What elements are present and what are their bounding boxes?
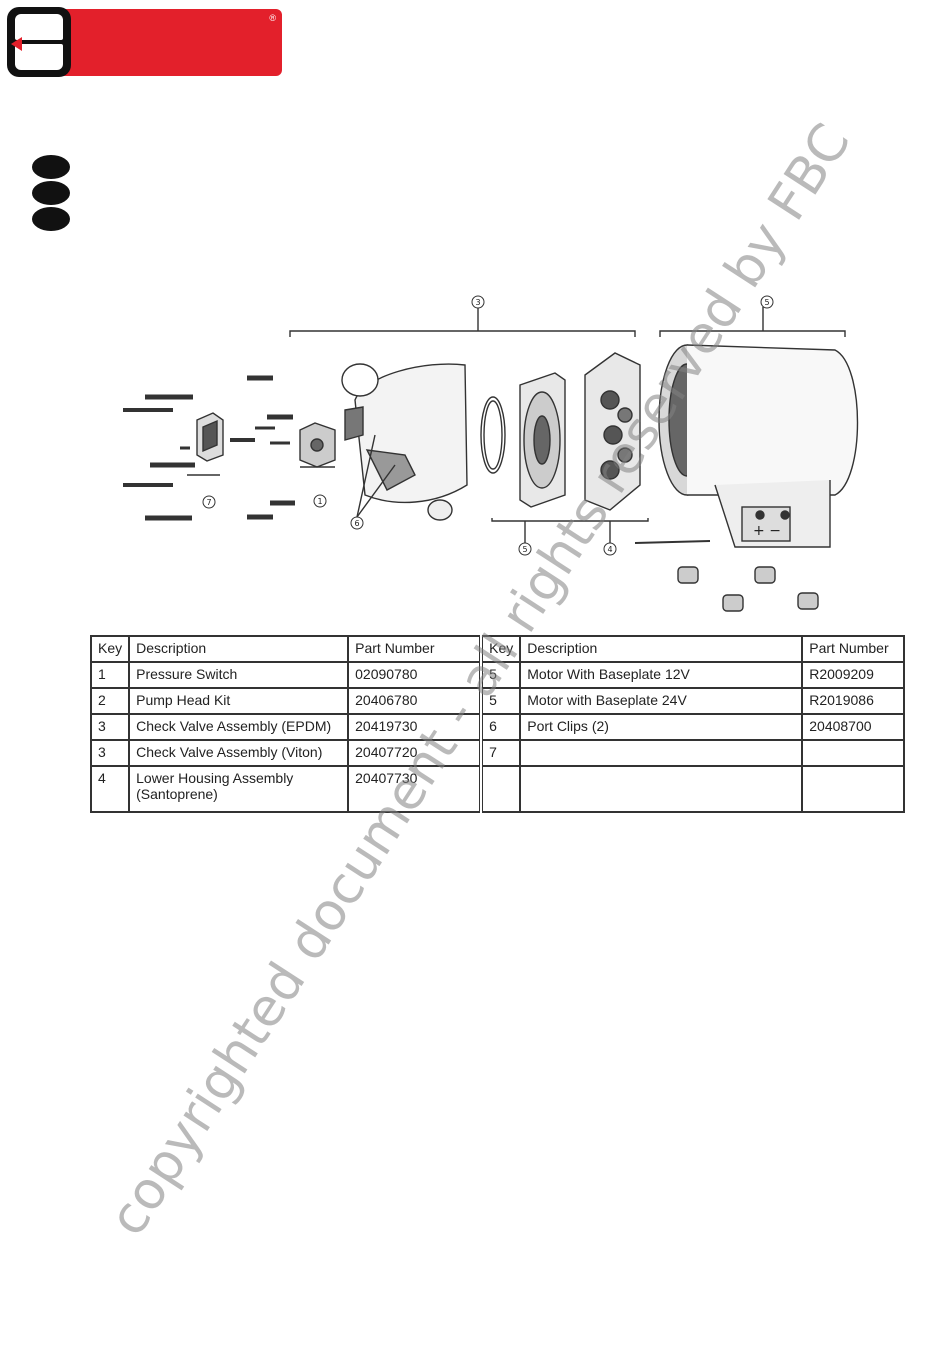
cell-key <box>479 765 522 813</box>
logo-w-glyph <box>15 44 63 70</box>
cell-key: 2 <box>89 687 131 715</box>
cell-description: Check Valve Assembly (EPDM) <box>128 713 350 741</box>
header-key: Key <box>479 635 522 663</box>
callout-1: 1 <box>313 494 327 508</box>
cell-description: Check Valve Assembly (Viton) <box>128 739 350 767</box>
cell-part-number <box>801 765 905 813</box>
callout-label: 5 <box>522 545 527 554</box>
cell-description: Lower Housing Assembly (Santoprene) <box>128 765 350 813</box>
callout-7: 7 <box>202 495 216 509</box>
cell-key: 5 <box>479 687 522 715</box>
cell-part-number: 20406780 <box>347 687 483 715</box>
callout-label: 1 <box>317 497 322 506</box>
logo-red-banner: ® <box>47 9 282 76</box>
cell-description: Motor with Baseplate 24V <box>519 687 804 715</box>
cell-key: 4 <box>89 765 131 813</box>
cell-description: Pump Head Kit <box>128 687 350 715</box>
table-header-row: Key Description Part Number Key Descript… <box>89 635 905 663</box>
brand-logo: ® <box>7 7 282 77</box>
cell-part-number <box>801 739 905 767</box>
callout-label: 3 <box>475 298 480 307</box>
parts-table: Key Description Part Number Key Descript… <box>89 635 905 813</box>
table-row: 3 Check Valve Assembly (Viton) 20407720 … <box>89 739 905 767</box>
callout-4: 4 <box>603 542 617 556</box>
table-row: 4 Lower Housing Assembly (Santoprene) 20… <box>89 765 905 813</box>
bullet-icon <box>32 181 70 205</box>
callout-label: 6 <box>354 519 359 528</box>
logo-m-glyph <box>15 14 63 40</box>
header-part-number: Part Number <box>347 635 483 663</box>
cell-key: 6 <box>479 713 522 741</box>
header-description: Description <box>519 635 804 663</box>
callout-3: 3 <box>471 295 485 309</box>
header-description: Description <box>128 635 350 663</box>
cell-description: Motor With Baseplate 12V <box>519 661 804 689</box>
cell-part-number: 20407730 <box>347 765 483 813</box>
callout-5: 5 <box>518 542 532 556</box>
cell-key: 3 <box>89 713 131 741</box>
callout-label: 7 <box>206 498 211 507</box>
header-part-number: Part Number <box>801 635 905 663</box>
cell-part-number: 20407720 <box>347 739 483 767</box>
cell-description: Port Clips (2) <box>519 713 804 741</box>
cell-part-number: 02090780 <box>347 661 483 689</box>
cell-description <box>519 739 804 767</box>
motor-terminal-polarity: + − <box>753 523 781 539</box>
bullet-icon <box>32 155 70 179</box>
callout-label: 5 <box>764 298 769 307</box>
callout-6: 6 <box>350 516 364 530</box>
callout-label: 4 <box>607 545 612 554</box>
callout-5-motor: 5 <box>760 295 774 309</box>
table-row: 1 Pressure Switch 02090780 5 Motor With … <box>89 661 905 689</box>
registered-mark: ® <box>269 13 276 23</box>
table-row: 3 Check Valve Assembly (EPDM) 20419730 6… <box>89 713 905 741</box>
cell-part-number: 20408700 <box>801 713 905 741</box>
cell-part-number: R2009209 <box>801 661 905 689</box>
bullet-markers <box>32 155 72 233</box>
cell-description: Pressure Switch <box>128 661 350 689</box>
cell-key: 5 <box>479 661 522 689</box>
bullet-icon <box>32 207 70 231</box>
cell-key: 1 <box>89 661 131 689</box>
cell-description <box>519 765 804 813</box>
cell-key: 3 <box>89 739 131 767</box>
logo-triangle-icon <box>11 37 22 51</box>
cell-part-number: 20419730 <box>347 713 483 741</box>
logo-badge <box>7 7 71 77</box>
exploded-pump-diagram: 3 5 7 1 6 5 4 + − <box>123 295 859 612</box>
table-row: 2 Pump Head Kit 20406780 5 Motor with Ba… <box>89 687 905 715</box>
header-key: Key <box>89 635 131 663</box>
cell-part-number: R2019086 <box>801 687 905 715</box>
cell-key: 7 <box>479 739 522 767</box>
